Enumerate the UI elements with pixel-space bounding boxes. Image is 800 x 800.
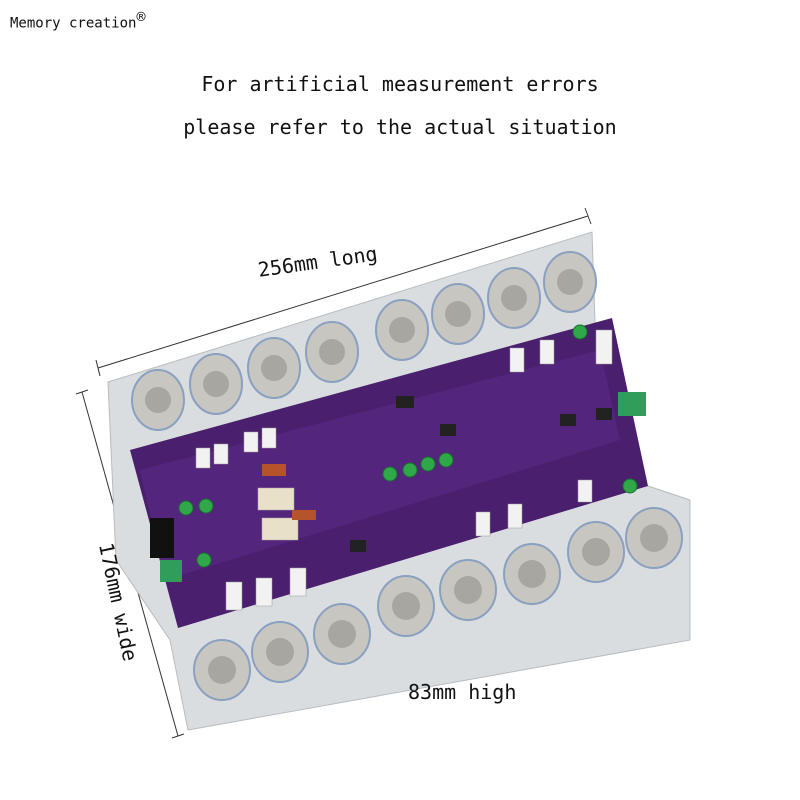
- capacitors: [178, 324, 638, 568]
- length-dimension-line: [95, 207, 592, 377]
- registered-mark: ®: [136, 8, 146, 26]
- disclaimer-line-2: please refer to the actual situation: [183, 115, 617, 139]
- brand-name: Memory creation: [10, 15, 137, 32]
- terminal-blocks: [150, 392, 646, 582]
- ic-chips: [350, 396, 612, 552]
- pcb-board-lower: [140, 350, 620, 580]
- height-label: 83mm high: [408, 680, 517, 704]
- disclaimer-line-1: For artificial measurement errors: [201, 72, 599, 96]
- relays: [257, 487, 299, 541]
- inductors: [262, 464, 316, 520]
- resistor-blocks: [195, 329, 613, 611]
- brand-watermark: Memory creation®: [10, 8, 145, 32]
